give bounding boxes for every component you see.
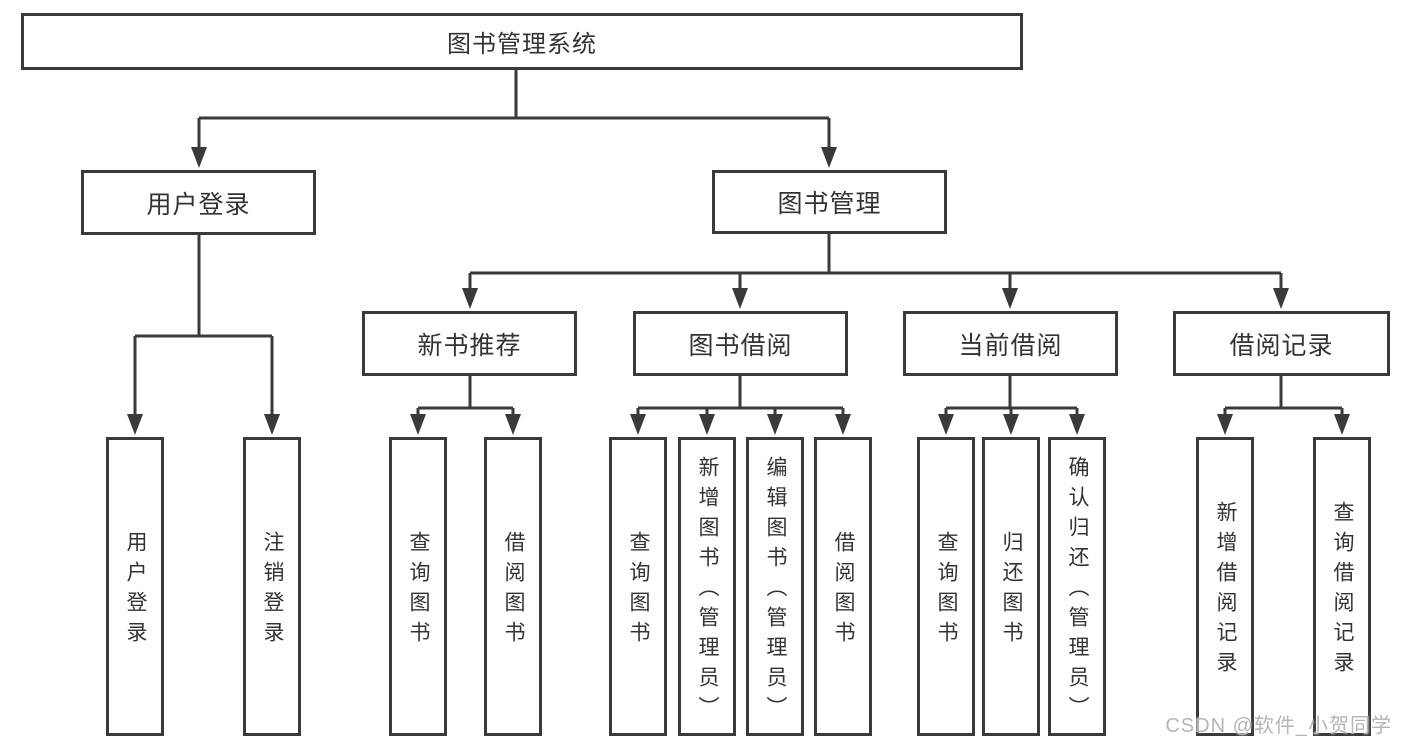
leaf-query-books-borrow: 查询图书 <box>609 437 667 736</box>
leaf-query-books-recommend: 查询图书 <box>389 437 447 736</box>
leaf-user-login: 用户登录 <box>106 437 164 736</box>
leaf-add-books-admin: 新增图书（管理员） <box>678 437 736 736</box>
leaf-return-books: 归还图书 <box>982 437 1040 736</box>
node-book-management-branch: 图书管理 <box>712 170 947 234</box>
node-current-borrowing: 当前借阅 <box>903 311 1118 376</box>
node-book-borrowing: 图书借阅 <box>633 311 848 376</box>
leaf-query-books-current: 查询图书 <box>917 437 975 736</box>
leaf-borrow-books-recommend: 借阅图书 <box>484 437 542 736</box>
csdn-watermark: CSDN @软件_小贺同学 <box>1165 715 1392 737</box>
node-borrow-records: 借阅记录 <box>1173 311 1390 376</box>
node-library-system: 图书管理系统 <box>21 13 1023 70</box>
leaf-logout: 注销登录 <box>243 437 301 736</box>
leaf-borrow-books: 借阅图书 <box>814 437 872 736</box>
leaf-edit-books-admin: 编辑图书（管理员） <box>746 437 804 736</box>
leaf-query-borrow-record: 查询借阅记录 <box>1313 437 1371 736</box>
leaf-confirm-return-admin: 确认归还（管理员） <box>1048 437 1106 736</box>
node-new-book-recommend: 新书推荐 <box>362 311 577 376</box>
leaf-add-borrow-record: 新增借阅记录 <box>1196 437 1254 736</box>
node-user-login-branch: 用户登录 <box>81 170 316 235</box>
